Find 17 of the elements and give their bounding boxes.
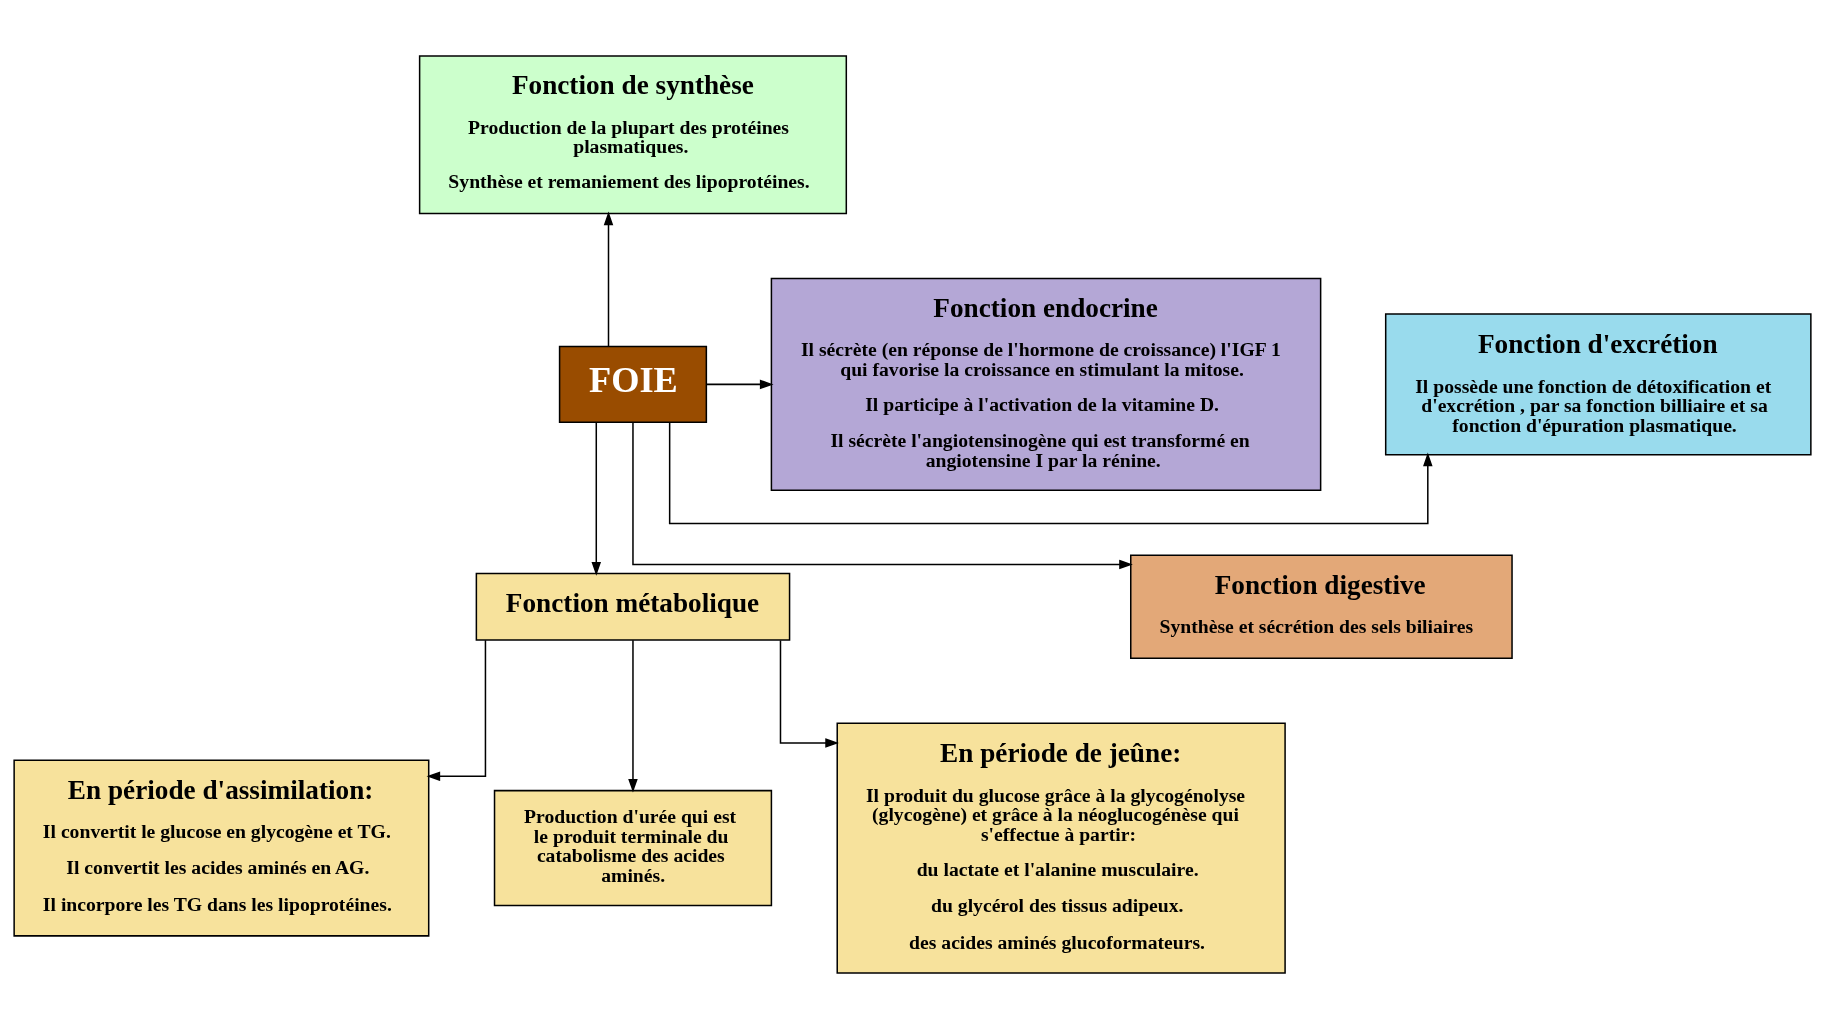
node-box: Fonction endocrine Il sécrète (en réponse de l'hormone de croissance) l'IGF 1 qui favorise la croissance en stimulant la mitose. Il participe à l'activation de la vitamine D. Il sécrète l'angiotensinogène qui est transformé en angiotensine I par la rénine.: [770, 277, 1322, 492]
arrow: [426, 639, 487, 782]
node-box: FOIE: [558, 345, 708, 423]
node-box: Fonction métabolique: [475, 572, 791, 641]
arrow: [668, 421, 1433, 525]
node-box: Production d'urée qui est le produit terminale du catabolisme des acides aminés.: [493, 789, 773, 907]
arrow: [603, 211, 614, 348]
node-box: Fonction d'excrétion Il possède une fonction de détoxification et d'excrétion , par sa fonction billiaire et sa fonction d'épuration plasmatique.: [1384, 313, 1812, 456]
arrow: [628, 639, 638, 793]
node-box: Fonction de synthèse Production de la plupart des protéines plasmatiques. Synthèse et remaniement des lipoprotéines.: [418, 55, 848, 215]
arrow: [632, 421, 1133, 570]
node-box: En période d'assimilation: Il convertit le glucose en glycogène et TG. Il convertit les acides aminés en AG. Il incorpore les TG dans les lipoprotéines.: [13, 759, 430, 937]
arrow: [706, 379, 774, 390]
arrow: [779, 639, 839, 748]
node-box: Fonction digestive Synthèse et sécrétion des sels biliaires: [1130, 554, 1513, 659]
node-box: En période de jeûne: Il produit du glucose grâce à la glycogénolyse (glycogène) et grâce à la néoglucogénèse qui s'effectue à partir: du lactate et l'alanine musculaire. du glycérol des tissus adipeux. des acides aminés glucoformateurs.: [836, 722, 1286, 974]
arrow: [591, 421, 602, 576]
